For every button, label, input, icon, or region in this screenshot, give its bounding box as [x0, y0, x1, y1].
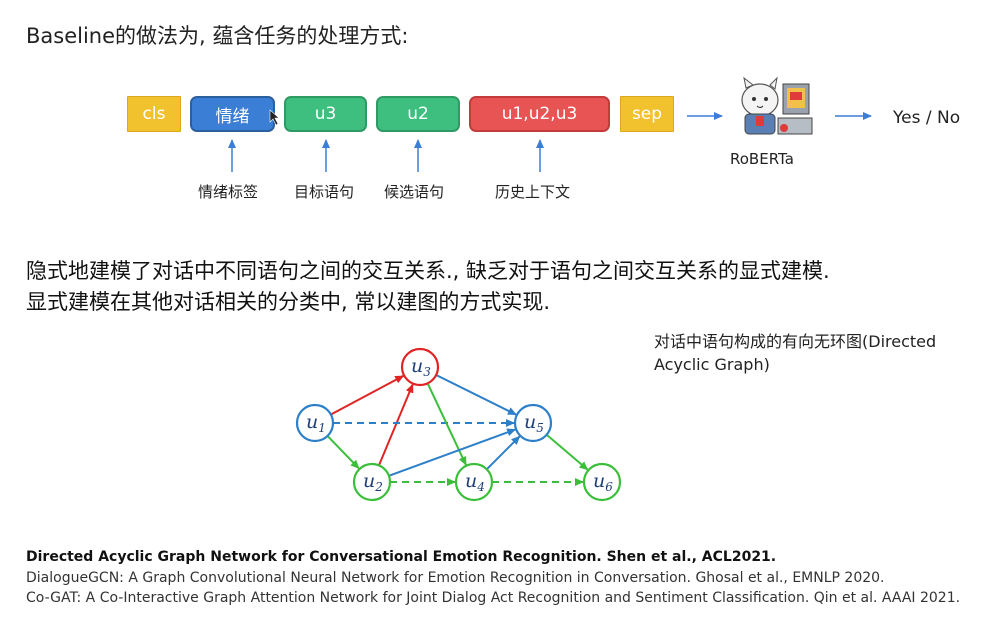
u2-token: u2 [376, 96, 460, 132]
reference-dialoguegcn: DialogueGCN: A Graph Convolutional Neura… [26, 570, 885, 586]
history-label: 历史上下文 [495, 183, 571, 201]
paragraph-line-1: 隐式地建模了对话中不同语句之间的交互关系., 缺乏对于语句之间交互关系的显式建模… [26, 259, 830, 283]
robot-mascot-icon [741, 76, 813, 135]
edge-u2-u3 [378, 383, 414, 466]
edge-u1-u2 [326, 435, 360, 470]
output-label: Yes / No [893, 108, 961, 128]
history-token: u1,u2,u3 [469, 96, 610, 132]
slide-title: Baseline的做法为, 蕴含任务的处理方式: [26, 24, 409, 48]
cls-token: cls [127, 96, 181, 132]
candidate-label: 候选语句 [384, 183, 445, 201]
reference-main: Directed Acyclic Graph Network for Conve… [26, 549, 777, 565]
reference-cogat: Co-GAT: A Co-Interactive Graph Attention… [26, 590, 961, 606]
node-u3 [400, 347, 440, 387]
u3-token: u3 [284, 96, 367, 132]
graph-caption: 对话中语句构成的有向无环图(Directed Acyclic Graph) [654, 330, 994, 376]
edge-u3-u5 [435, 374, 517, 416]
graph-caption-line-2: Acyclic Graph) [654, 355, 770, 374]
node-u1 [295, 403, 335, 443]
edge-u2-u5 [388, 428, 517, 477]
sep-token: sep [620, 96, 674, 132]
model-label: RoBERTa [730, 150, 794, 168]
edge-u4-u5 [486, 435, 521, 470]
cursor-icon [269, 109, 280, 126]
edge-u3-u4 [426, 382, 467, 466]
edge-u5-u6 [546, 433, 589, 471]
node-u2 [352, 462, 392, 502]
paragraph-line-2: 显式建模在其他对话相关的分类中, 常以建图的方式实现. [26, 290, 551, 314]
emotion-label: 情绪标签 [198, 183, 259, 201]
node-u5 [513, 403, 553, 443]
node-u6 [582, 462, 622, 502]
graph-caption-line-1: 对话中语句构成的有向无环图(Directed [654, 332, 937, 351]
target-label: 目标语句 [294, 183, 355, 201]
edge-u1-u3 [330, 375, 405, 416]
node-u4 [454, 462, 494, 502]
